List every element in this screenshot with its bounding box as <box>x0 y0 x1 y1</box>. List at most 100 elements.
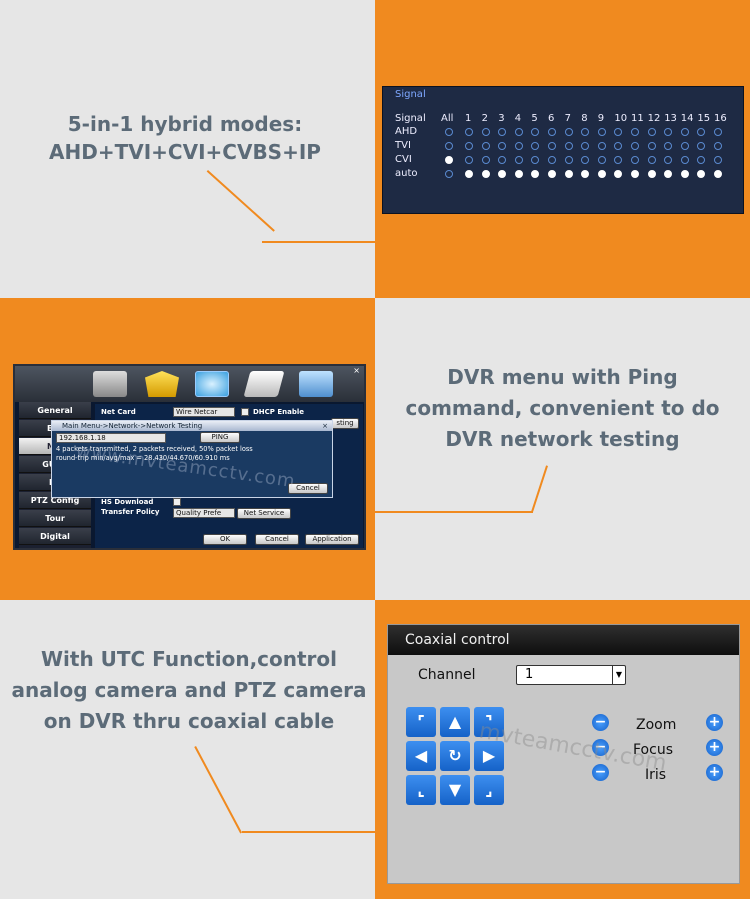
signal-channel-radio[interactable] <box>714 156 722 164</box>
ptz-down-button[interactable]: ▼ <box>440 775 470 805</box>
focus-minus-button[interactable]: − <box>592 739 609 756</box>
signal-all-radio[interactable] <box>445 170 453 178</box>
signal-channel-radio[interactable] <box>481 156 490 164</box>
signal-channel-radio[interactable] <box>697 142 706 150</box>
signal-channel-radio[interactable] <box>680 128 689 136</box>
net-card-select[interactable]: Wire Netcar <box>173 407 235 417</box>
signal-channel-radio[interactable] <box>680 170 689 178</box>
signal-channel-radio[interactable] <box>664 142 673 150</box>
signal-channel-radio[interactable] <box>597 142 606 150</box>
signal-channel-radio[interactable] <box>514 156 523 164</box>
signal-channel-radio[interactable] <box>647 128 656 136</box>
zoom-minus-button[interactable]: − <box>592 714 609 731</box>
signal-channel-radio[interactable] <box>498 128 507 136</box>
network-testing-button[interactable]: sting <box>331 418 359 429</box>
cancel-button[interactable]: Cancel <box>255 534 299 545</box>
signal-channel-radio[interactable] <box>581 142 590 150</box>
signal-channel-radio[interactable] <box>531 170 540 178</box>
shield-icon[interactable] <box>145 371 179 397</box>
ptz-up-left-button[interactable]: ⌜ <box>406 707 436 737</box>
signal-channel-radio[interactable] <box>498 156 507 164</box>
gear-icon[interactable] <box>195 371 229 397</box>
application-button[interactable]: Application <box>305 534 359 545</box>
signal-channel-radio[interactable] <box>631 156 639 164</box>
signal-channel-radio[interactable] <box>514 128 523 136</box>
signal-channel-radio[interactable] <box>548 128 556 136</box>
ptz-auto-rotate-button[interactable]: ↻ <box>440 741 470 771</box>
camera-icon[interactable] <box>93 371 127 397</box>
signal-channel-radio[interactable] <box>514 142 523 150</box>
signal-channel-radio[interactable] <box>697 128 706 136</box>
signal-channel-radio[interactable] <box>498 170 507 178</box>
signal-channel-radio[interactable] <box>548 170 556 178</box>
signal-channel-radio[interactable] <box>631 142 639 150</box>
ptz-up-right-button[interactable]: ⌝ <box>474 707 504 737</box>
signal-channel-radio[interactable] <box>647 142 656 150</box>
signal-channel-radio[interactable] <box>564 170 573 178</box>
focus-plus-button[interactable]: + <box>706 739 723 756</box>
signal-channel-radio[interactable] <box>680 142 689 150</box>
signal-channel-radio[interactable] <box>664 128 673 136</box>
ptz-left-button[interactable]: ◀ <box>406 741 436 771</box>
ip-address-input[interactable]: 192.168.1.18 <box>56 433 166 443</box>
ptz-down-left-button[interactable]: ⌞ <box>406 775 436 805</box>
sidebar-item[interactable]: General <box>19 402 91 419</box>
signal-channel-radio[interactable] <box>581 156 590 164</box>
signal-channel-radio[interactable] <box>714 128 722 136</box>
signal-channel-radio[interactable] <box>531 142 540 150</box>
signal-channel-radio[interactable] <box>481 170 490 178</box>
signal-channel-radio[interactable] <box>614 128 623 136</box>
signal-channel-radio[interactable] <box>548 142 556 150</box>
signal-channel-radio[interactable] <box>697 170 706 178</box>
signal-channel-radio[interactable] <box>465 142 473 150</box>
transfer-policy-select[interactable]: Quality Prefe <box>173 508 235 518</box>
sidebar-item[interactable]: Tour <box>19 510 91 527</box>
chevron-down-icon[interactable]: ▼ <box>612 666 625 684</box>
ptz-down-right-button[interactable]: ⌟ <box>474 775 504 805</box>
dhcp-checkbox[interactable] <box>241 408 249 416</box>
ptz-right-button[interactable]: ▶ <box>474 741 504 771</box>
zoom-plus-button[interactable]: + <box>706 714 723 731</box>
signal-channel-radio[interactable] <box>564 156 573 164</box>
signal-channel-radio[interactable] <box>548 156 556 164</box>
signal-channel-radio[interactable] <box>564 128 573 136</box>
net-service-button[interactable]: Net Service <box>237 508 291 519</box>
dialog-close-icon[interactable]: × <box>322 422 328 430</box>
ok-button[interactable]: OK <box>203 534 247 545</box>
signal-channel-radio[interactable] <box>680 156 689 164</box>
signal-channel-radio[interactable] <box>597 170 606 178</box>
signal-channel-radio[interactable] <box>531 156 540 164</box>
signal-channel-radio[interactable] <box>664 170 673 178</box>
signal-channel-radio[interactable] <box>481 142 490 150</box>
close-icon[interactable]: × <box>353 366 360 375</box>
signal-channel-radio[interactable] <box>514 170 523 178</box>
signal-channel-radio[interactable] <box>714 170 722 178</box>
sidebar-item[interactable]: Digital <box>19 528 91 545</box>
signal-channel-radio[interactable] <box>465 156 473 164</box>
channel-select[interactable]: 1 ▼ <box>516 665 626 685</box>
signal-channel-radio[interactable] <box>581 170 590 178</box>
signal-channel-radio[interactable] <box>647 156 656 164</box>
signal-channel-radio[interactable] <box>697 156 706 164</box>
signal-channel-radio[interactable] <box>531 128 540 136</box>
signal-channel-radio[interactable] <box>631 128 639 136</box>
ptz-up-button[interactable]: ▲ <box>440 707 470 737</box>
signal-all-radio[interactable] <box>445 156 453 164</box>
signal-channel-radio[interactable] <box>614 142 623 150</box>
signal-channel-radio[interactable] <box>664 156 673 164</box>
iris-plus-button[interactable]: + <box>706 764 723 781</box>
dialog-cancel-button[interactable]: Cancel <box>288 483 328 494</box>
hs-download-checkbox[interactable] <box>173 498 181 506</box>
signal-channel-radio[interactable] <box>597 128 606 136</box>
signal-all-radio[interactable] <box>445 128 453 136</box>
iris-minus-button[interactable]: − <box>592 764 609 781</box>
signal-channel-radio[interactable] <box>465 128 473 136</box>
signal-channel-radio[interactable] <box>481 128 490 136</box>
signal-channel-radio[interactable] <box>631 170 639 178</box>
signal-channel-radio[interactable] <box>714 142 722 150</box>
signal-all-radio[interactable] <box>445 142 453 150</box>
signal-channel-radio[interactable] <box>564 142 573 150</box>
signal-channel-radio[interactable] <box>647 170 656 178</box>
signal-channel-radio[interactable] <box>498 142 507 150</box>
signal-channel-radio[interactable] <box>614 170 623 178</box>
